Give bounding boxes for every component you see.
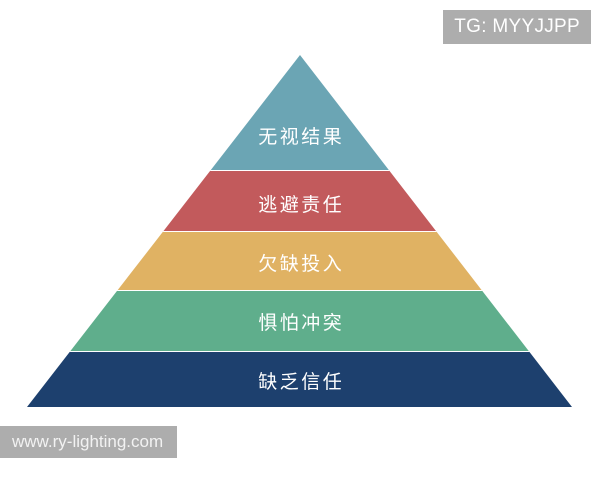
site-watermark: www.ry-lighting.com (0, 426, 178, 458)
pyramid-layer-divider-2 (27, 231, 572, 233)
pyramid-layer-1[interactable] (0, 55, 600, 171)
pyramid-layer-5[interactable] (0, 352, 600, 407)
pyramid-layer-4[interactable] (0, 291, 600, 352)
pyramid-layer-divider-4 (27, 351, 572, 353)
pyramid-layer-divider-1 (27, 170, 572, 172)
pyramid-layer-3[interactable] (0, 232, 600, 291)
pyramid-layer-divider-3 (27, 290, 572, 292)
tg-badge: TG: MYYJJPP (443, 10, 591, 44)
pyramid-layer-2[interactable] (0, 171, 600, 232)
pyramid-layer-bands (0, 55, 600, 407)
